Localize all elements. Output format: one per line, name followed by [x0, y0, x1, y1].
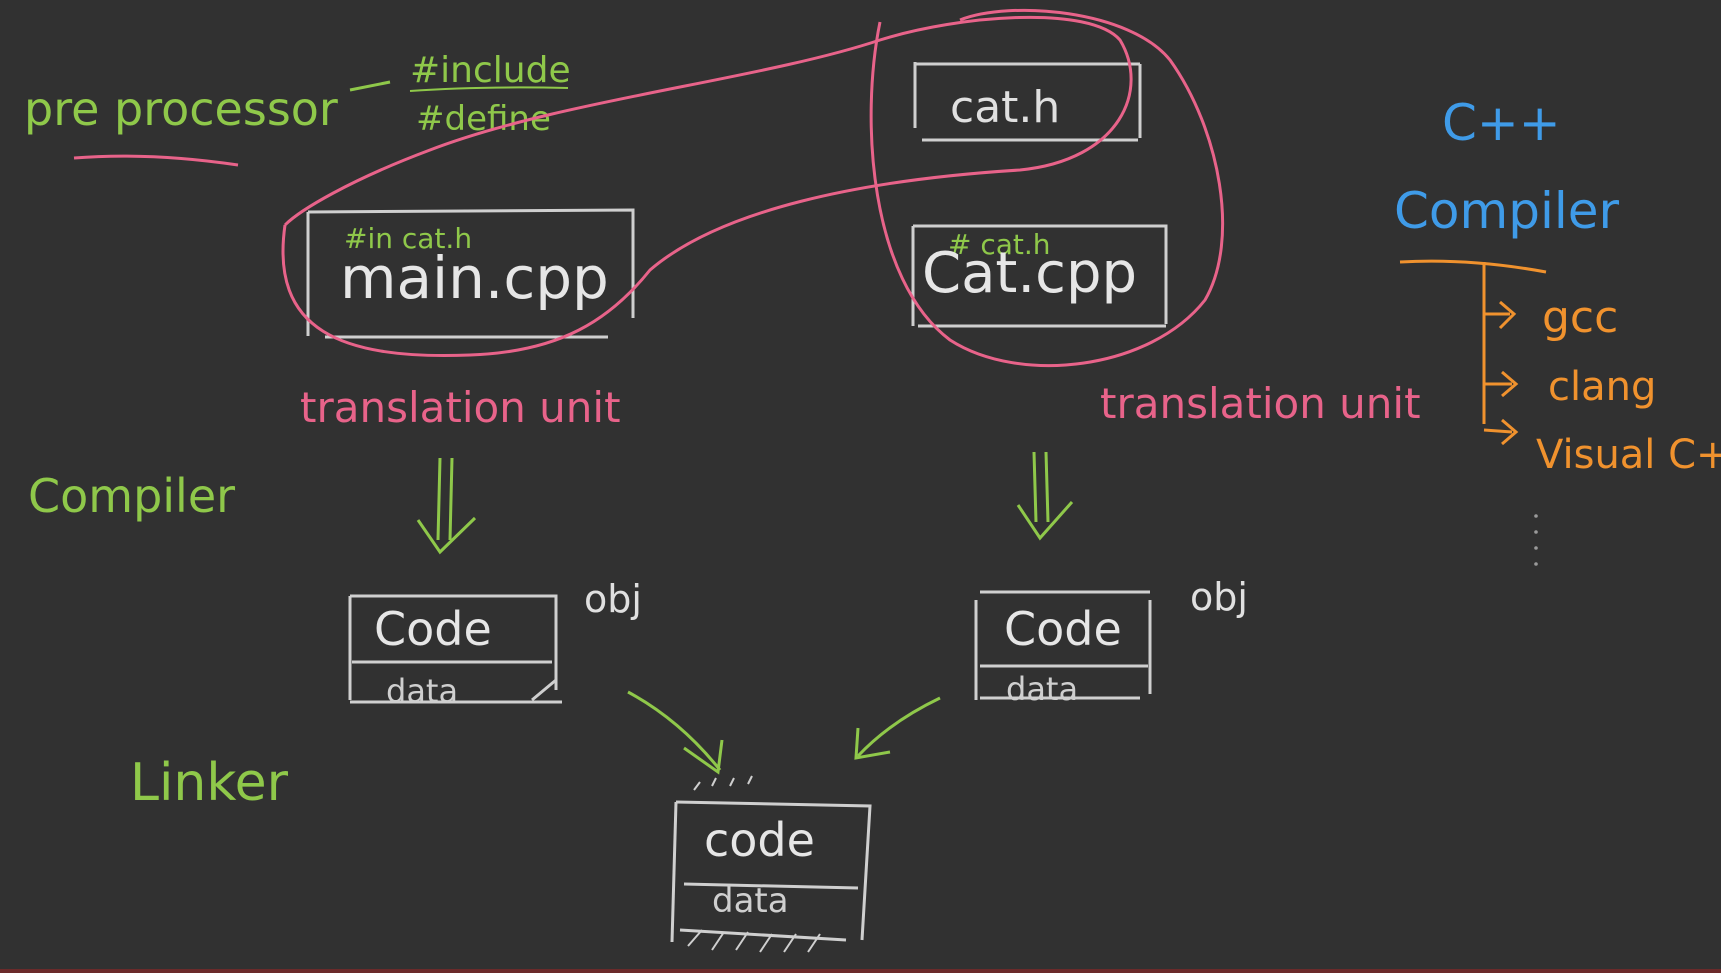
main-cpp-include-note: #in cat.h — [344, 222, 472, 255]
merge-arrow-icon — [627, 690, 724, 775]
preprocessor-underline — [73, 154, 239, 167]
cat-cpp-name: Cat.cpp — [922, 241, 1137, 306]
translation-unit-right-outline — [869, 8, 1225, 368]
translation-unit-left-outline — [281, 15, 1133, 358]
object-left-code: Code — [374, 602, 492, 656]
translation-unit-left-label: translation unit — [300, 383, 621, 432]
compiler-item-visual-cpp: Visual C++ — [1536, 432, 1721, 478]
branch-arrow-icon — [1484, 300, 1517, 330]
double-down-arrow-icon — [416, 457, 477, 555]
branch-arrow-icon — [1484, 370, 1519, 398]
linked-code: code — [704, 813, 815, 867]
ellipsis-icon — [1534, 514, 1538, 566]
main-cpp-name: main.cpp — [340, 244, 609, 312]
linked-executable-box: code data — [670, 775, 872, 953]
compiler-item-clang: clang — [1548, 364, 1656, 410]
preprocessor-label: pre processor — [24, 82, 338, 136]
compiler-list-underline — [1399, 259, 1547, 274]
include-underline — [409, 86, 569, 92]
bottom-edge — [0, 969, 1721, 973]
translation-unit-right-label: translation unit — [1100, 379, 1421, 428]
cpp-title: C++ — [1442, 94, 1561, 152]
object-left-label: obj — [584, 577, 642, 621]
double-down-arrow-icon — [1016, 451, 1074, 541]
merge-arrow-icon — [854, 696, 941, 760]
compiler-item-gcc: gcc — [1542, 292, 1618, 343]
linked-data: data — [712, 881, 789, 921]
cat-cpp-include-note: # cat.h — [948, 228, 1051, 261]
header-file-name: cat.h — [950, 82, 1060, 133]
preprocessor-group: pre processor #include #define — [24, 50, 571, 167]
linker-stage-label: Linker — [130, 753, 289, 813]
object-file-right: Code data — [974, 590, 1152, 708]
object-left-data: data — [386, 672, 458, 710]
cpp-compiler-title: Compiler — [1394, 182, 1619, 240]
include-directive: #include — [410, 50, 571, 91]
header-file-box: cat.h — [913, 62, 1142, 142]
object-right-label: obj — [1190, 575, 1248, 619]
object-right-code: Code — [1004, 602, 1122, 656]
cat-cpp-box: # cat.h Cat.cpp — [911, 224, 1168, 328]
preprocessor-dash — [349, 80, 391, 92]
object-file-left: Code data — [348, 594, 562, 710]
branch-arrow-icon — [1483, 418, 1519, 446]
compiler-stage-label: Compiler — [28, 469, 235, 523]
object-right-data: data — [1006, 670, 1078, 708]
main-cpp-box: #in cat.h main.cpp — [306, 208, 635, 339]
